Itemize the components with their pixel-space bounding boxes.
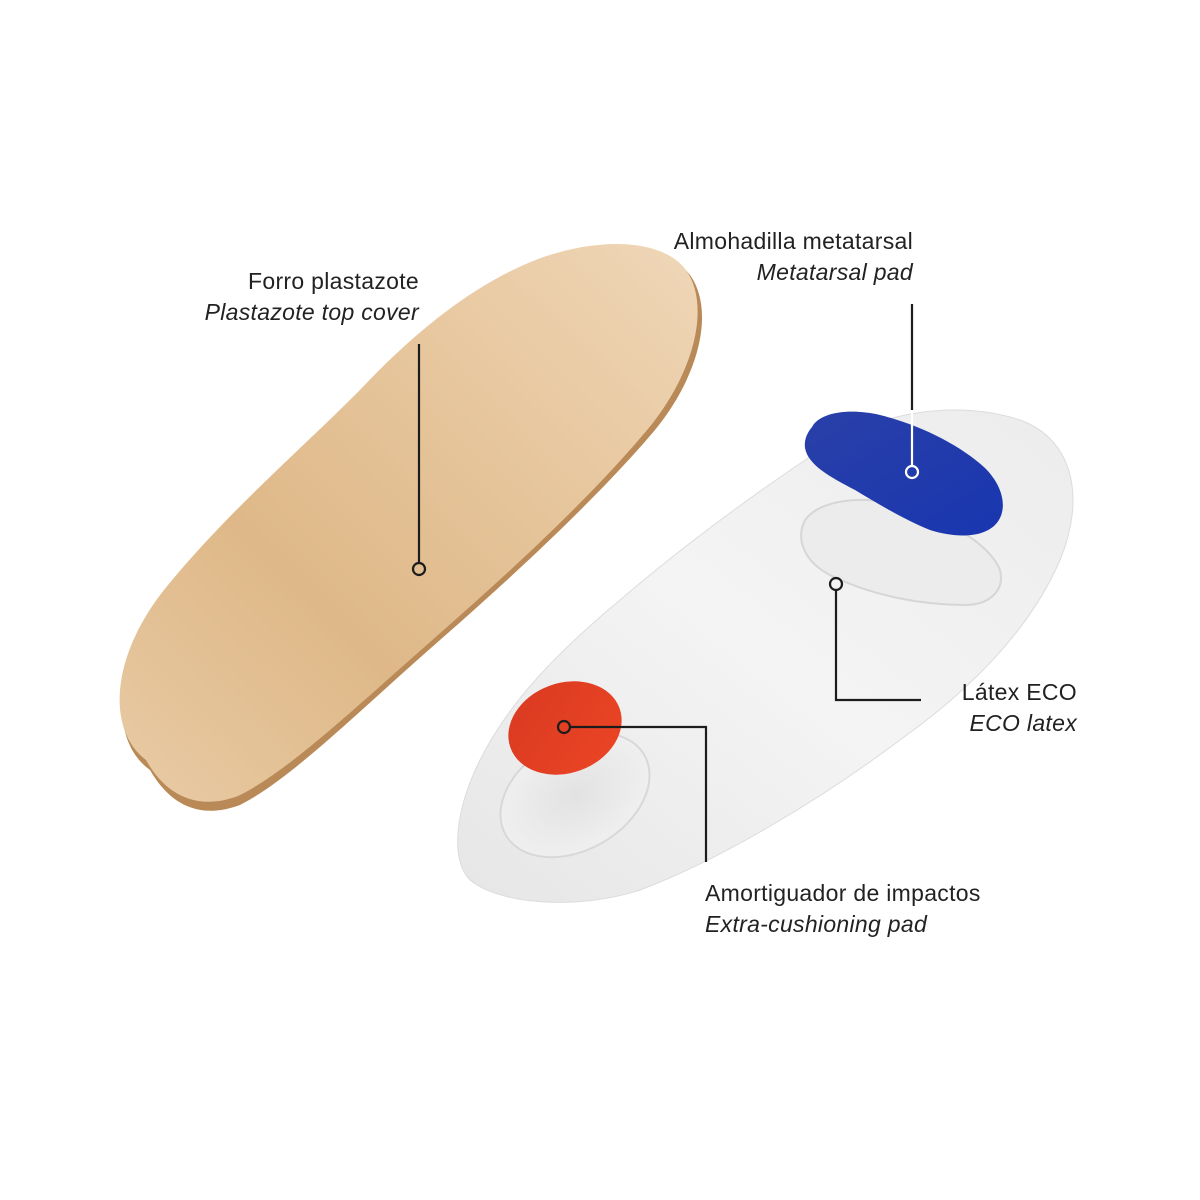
callout-eco-latex: Látex ECO ECO latex bbox=[962, 677, 1077, 739]
callout-cushion-en: Extra-cushioning pad bbox=[705, 911, 928, 937]
callout-cushion-pad: Amortiguador de impactos Extra-cushionin… bbox=[705, 878, 981, 940]
leader-latex bbox=[834, 590, 921, 702]
callout-top-cover: Forro plastazote Plastazote top cover bbox=[205, 266, 419, 328]
callout-latex-es: Látex ECO bbox=[961, 679, 1077, 705]
anchor-cushion-icon bbox=[556, 719, 572, 735]
leader-lines bbox=[417, 304, 921, 862]
anchor-top-cover-icon bbox=[411, 561, 427, 577]
plastazote-insole bbox=[119, 243, 703, 811]
callout-top-cover-en: Plastazote top cover bbox=[204, 299, 419, 325]
leader-cushion bbox=[570, 725, 708, 862]
metatarsal-pad bbox=[804, 411, 1003, 536]
callout-top-cover-es: Forro plastazote bbox=[248, 268, 419, 294]
callout-metatarsal-pad: Almohadilla metatarsal Metatarsal pad bbox=[674, 226, 913, 288]
callout-metatarsal-es: Almohadilla metatarsal bbox=[673, 228, 913, 254]
cushion-pad bbox=[508, 681, 622, 775]
callout-cushion-es: Amortiguador de impactos bbox=[705, 880, 981, 906]
callout-latex-en: ECO latex bbox=[969, 710, 1077, 736]
callout-metatarsal-en: Metatarsal pad bbox=[756, 259, 913, 285]
anchor-latex-icon bbox=[828, 576, 844, 592]
anchor-metatarsal-icon bbox=[904, 464, 920, 480]
